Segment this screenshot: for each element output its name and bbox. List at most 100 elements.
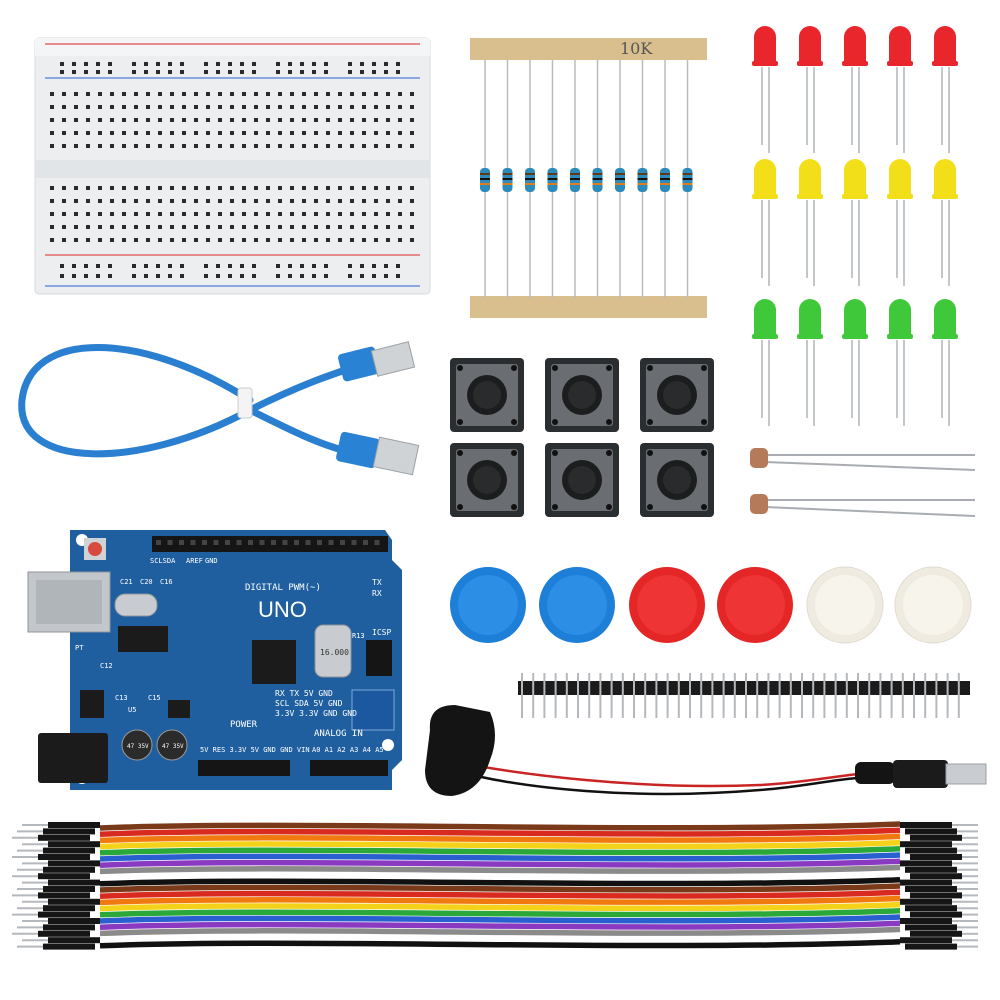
ref-c21: C21: [120, 578, 133, 586]
green-led: [752, 299, 778, 426]
jumper-connector-right: [900, 841, 952, 848]
red-led: [842, 26, 868, 153]
power-label: POWER: [230, 720, 258, 730]
button-caps: [450, 566, 972, 644]
jumper-connector-right: [900, 822, 952, 828]
jumper-wire: [99, 932, 901, 943]
jumper-wire: [99, 839, 901, 850]
jumper-connector-right: [910, 892, 962, 899]
jumper-connector-left: [43, 924, 95, 931]
jumper-connector-right: [905, 924, 957, 931]
jumper-wires: [12, 821, 978, 950]
push-buttons: [450, 358, 714, 517]
jumper-wire: [99, 821, 901, 831]
jumper-wire: [99, 870, 901, 881]
ref-r13: R13: [352, 632, 365, 640]
jumper-connector-left: [43, 847, 95, 854]
ref-pt: PT: [75, 644, 84, 652]
jumper-wire: [99, 889, 901, 899]
power-pins-label: 5V RES 3.3V 5V GND GND VIN: [200, 746, 310, 754]
jumper-connector-left: [43, 905, 95, 912]
tactile-switch: [545, 443, 619, 517]
header-row2: SCL SDA 5V GND: [275, 699, 343, 708]
ref-c20: C20: [140, 578, 153, 586]
jumper-wire: [99, 883, 901, 893]
jumper-connector-right: [905, 866, 957, 873]
breadboard: [34, 37, 431, 295]
battery-clip-cable: [425, 705, 987, 796]
gnd-label: GND: [205, 557, 218, 565]
photoresistors: [750, 448, 976, 517]
resistor: [682, 60, 693, 298]
green-led: [887, 299, 913, 426]
jumper-connector-right: [900, 898, 952, 905]
header-row1: RX TX 5V GND: [275, 689, 333, 698]
jumper-connector-right: [905, 886, 957, 892]
jumper-wire: [99, 858, 901, 868]
green-led: [797, 299, 823, 426]
capacitor-label: 47 35V: [127, 743, 149, 750]
green-led: [932, 299, 958, 426]
jumper-connector-left: [38, 930, 90, 937]
pin-header: [518, 673, 970, 718]
tactile-switch: [640, 358, 714, 432]
resistor: [547, 60, 558, 298]
board-model-label: UNO: [258, 597, 307, 622]
ref-c12: C12: [100, 662, 113, 670]
jumper-connector-left: [48, 879, 100, 886]
jumper-connector-left: [38, 854, 90, 860]
red-led: [887, 26, 913, 153]
resistor: [615, 60, 625, 298]
led-set: [752, 26, 958, 426]
resistor: [660, 60, 670, 298]
jumper-connector-right: [910, 873, 962, 880]
jumper-connector-left: [43, 866, 95, 873]
jumper-wire: [99, 895, 901, 906]
jumper-connector-left: [48, 918, 100, 924]
red-led: [752, 26, 778, 153]
resistor: [480, 60, 490, 298]
ref-c16: C16: [160, 578, 173, 586]
jumper-connector-left: [43, 828, 95, 835]
jumper-connector-right: [900, 937, 952, 944]
jumper-wire: [99, 914, 901, 924]
jumper-wire: [99, 920, 901, 930]
tactile-switch: [450, 443, 524, 517]
analog-label: ANALOG IN: [314, 729, 363, 739]
jumper-connector-left: [38, 911, 90, 918]
yellow-led: [932, 159, 958, 286]
resistor: [637, 60, 648, 298]
resistor: [525, 60, 535, 298]
jumper-connector-right: [900, 860, 952, 867]
jumper-connector-left: [38, 834, 90, 841]
usb-a-connector: [338, 341, 416, 382]
jumper-wire: [99, 846, 901, 856]
tactile-switch: [640, 443, 714, 517]
jumper-connector-left: [48, 937, 100, 944]
resistor-strip: 10K: [470, 38, 707, 318]
red-led: [797, 26, 823, 153]
jumper-connector-right: [910, 930, 962, 937]
resistor: [592, 60, 603, 298]
jumper-connector-left: [48, 841, 100, 848]
analog-pins-label: A0 A1 A2 A3 A4 A5: [312, 746, 384, 754]
jumper-connector-left: [48, 860, 100, 867]
tx-label: TX: [372, 578, 382, 587]
aref-label: AREF: [186, 557, 203, 565]
jumper-connector-right: [900, 918, 952, 924]
capacitor-label: 47 35V: [162, 743, 184, 750]
jumper-wire: [99, 908, 901, 918]
red-led: [932, 26, 958, 153]
tactile-switch: [450, 358, 524, 432]
digital-label: DIGITAL PWM(~): [245, 583, 321, 593]
ref-u5: U5: [128, 706, 136, 714]
yellow-led: [887, 159, 913, 286]
jumper-connector-left: [48, 822, 100, 828]
tactile-switch: [545, 358, 619, 432]
header-row3: 3.3V 3.3V GND GND: [275, 709, 357, 718]
jumper-connector-right: [905, 943, 957, 950]
jumper-connector-left: [38, 873, 90, 880]
jumper-wire: [99, 833, 901, 844]
yellow-led: [752, 159, 778, 286]
resistor: [570, 60, 580, 298]
